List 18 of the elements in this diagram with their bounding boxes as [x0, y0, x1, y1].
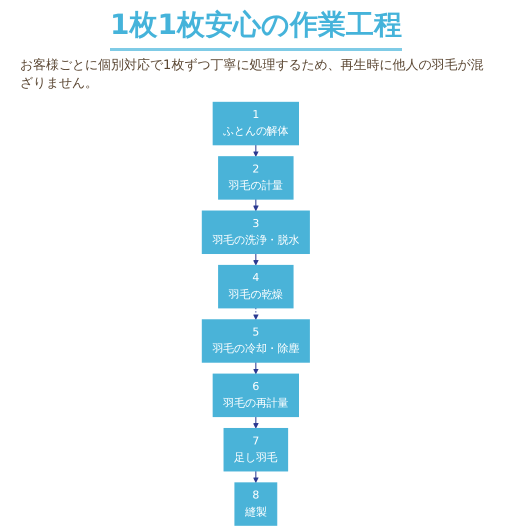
node-box: [202, 320, 310, 364]
arrow: [253, 472, 259, 484]
node-box: [224, 428, 288, 472]
arrow: [253, 145, 259, 158]
arrow: [253, 308, 259, 320]
arrow: [253, 200, 259, 212]
node-box: [218, 156, 294, 200]
node-box: [218, 265, 294, 309]
arrow: [253, 362, 259, 375]
arrow: [253, 417, 259, 429]
node-box: [212, 374, 300, 418]
node-box: [234, 482, 278, 526]
title: 1枚1枚安心の作業工程: [110, 6, 402, 51]
node-box: [212, 102, 300, 146]
arrow: [253, 254, 259, 266]
node-box: [202, 210, 310, 254]
description-text: お客様ごとに個別対応で1枚ずつ丁寧に処理するため、再生時に他人の羽毛が混ざりません。: [20, 57, 484, 94]
flowchart: 1 ふとんの解体 2 羽毛の計量 3 羽毛の洗浄・脱水 4 羽毛の乾燥 5 羽毛の冷却・除塵 6 羽毛の再計量 7 足し羽毛 8 縫製: [197, 97, 315, 531]
